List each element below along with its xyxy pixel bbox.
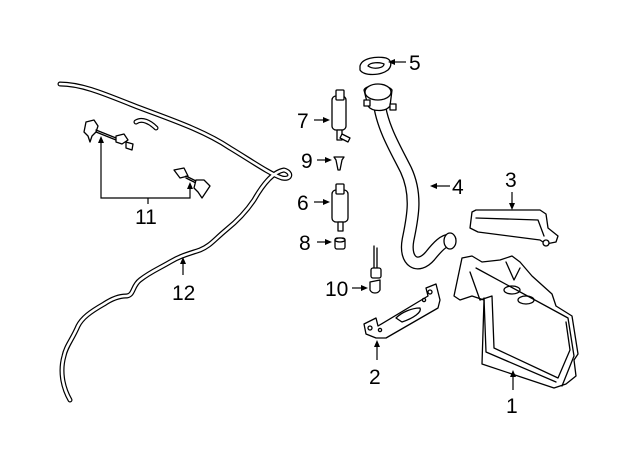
callout-7-leader xyxy=(314,117,330,123)
callout-10-leader xyxy=(352,285,368,291)
callout-8-leader xyxy=(317,239,332,245)
washer-hose-12 xyxy=(57,81,293,403)
washer-pump-6 xyxy=(331,183,349,232)
callout-3-leader xyxy=(509,192,515,210)
callout-2: 2 xyxy=(369,366,381,389)
callout-12-leader xyxy=(180,257,186,275)
bracket-2 xyxy=(363,283,441,339)
reservoir-1 xyxy=(453,255,579,389)
grommet-9 xyxy=(333,156,345,171)
washer-pump-7 xyxy=(331,89,351,143)
callout-5: 5 xyxy=(409,52,421,75)
level-sensor-10 xyxy=(369,245,382,294)
callout-1: 1 xyxy=(506,395,518,418)
callout-6-leader xyxy=(314,199,330,205)
filler-neck-hose-4 xyxy=(363,83,457,270)
callout-9: 9 xyxy=(301,150,313,173)
callout-11: 11 xyxy=(135,206,157,229)
callout-3: 3 xyxy=(505,169,517,192)
callout-5-leader xyxy=(388,59,406,65)
callout-2-leader xyxy=(374,340,380,360)
callout-9-leader xyxy=(317,157,332,163)
callout-6: 6 xyxy=(297,192,309,215)
washer-nozzles-11 xyxy=(83,119,211,199)
callout-4-leader xyxy=(430,183,450,189)
grommet-8 xyxy=(334,237,346,250)
callout-7: 7 xyxy=(297,110,309,133)
callout-8: 8 xyxy=(299,232,311,255)
callout-10: 10 xyxy=(325,278,348,301)
callout-12: 12 xyxy=(172,282,195,305)
callout-11-leader xyxy=(98,136,193,204)
callout-4: 4 xyxy=(452,176,464,199)
reservoir-cover-3 xyxy=(469,209,559,247)
filler-cap-5 xyxy=(359,56,392,76)
callout-1-leader xyxy=(510,370,516,390)
